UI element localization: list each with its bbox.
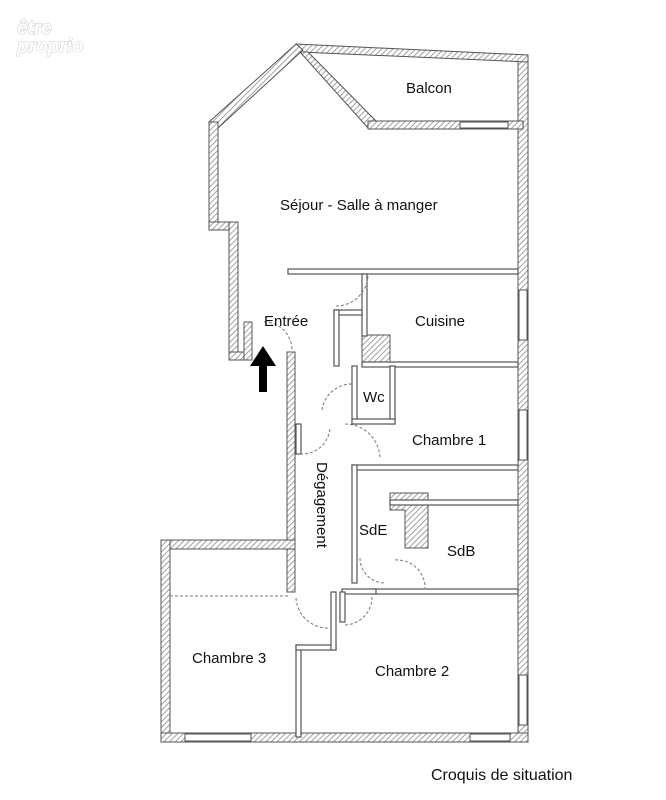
door-chambre1 [344,423,381,459]
partition-chambre1-bottom [351,464,519,471]
wall-entree-pillar [243,321,253,361]
wall-balcony-diagonal [298,51,377,129]
wall-left-sejour [208,121,219,223]
window-bottom-right [469,733,511,742]
partition-wc-bottom [361,361,519,368]
walls [160,43,529,743]
wall-balcony-top [295,43,529,63]
wall-corridor-left [286,351,296,593]
wall-diagonal-nw [208,43,304,129]
logo-line-1: être [17,18,52,39]
room-label-wc: Wc [363,389,385,406]
door-sdb [394,559,426,589]
door-sde [359,557,386,584]
door-chambre2 [344,596,373,626]
room-label-entree: Entrée [264,313,308,330]
partition-wc-left [351,365,358,425]
partition-sejour-cuisine [287,268,519,275]
door-cuisine [335,273,369,307]
window-bottom-left [184,733,252,742]
room-label-chambre1: Chambre 1 [412,432,486,449]
room-label-sde: SdE [359,522,387,539]
partition-chambre2-corner [295,644,337,651]
partition-sde-sdb [389,499,519,506]
window-chambre1 [518,409,528,461]
window-chambre2 [518,674,528,726]
room-label-sejour: Séjour - Salle à manger [280,197,438,214]
partition-wc-right [389,365,396,425]
wall-bottom [160,732,529,743]
partition-kitchen-block-left [333,309,340,367]
window-balcony [459,121,509,129]
logo: être proprio [15,17,84,57]
wall-wc-block [361,334,391,365]
wall-left-entree [228,221,239,361]
partition-wc-bottom-2 [351,418,396,425]
partition-cuisine-left [361,273,368,337]
partition-chambre2-left [295,644,302,738]
windows [184,121,528,742]
door-chambre3 [295,597,331,629]
room-label-chambre2: Chambre 2 [375,663,449,680]
partition-sde-left [351,464,358,584]
partition-corridor-post-2 [339,591,346,623]
wall-balcony-bottom [367,120,524,130]
logo-line-2: proprio [16,36,84,57]
partition-corridor-post [330,591,337,651]
wall-sdb-block [389,492,429,549]
wall-chambre3-left [160,539,171,743]
door-corridor [299,427,331,455]
room-label-cuisine: Cuisine [415,313,465,330]
room-label-chambre3: Chambre 3 [192,650,266,667]
door-entree [263,321,293,351]
partition-corridor-upper [295,423,302,455]
wall-chambre3-top [160,539,296,550]
wall-right [517,54,529,743]
door-swings [170,273,426,629]
window-cuisine [518,289,528,341]
caption: Croquis de situation [431,767,573,784]
partitions [287,268,519,738]
door-wc [321,383,353,411]
room-label-balcon: Balcon [406,80,452,97]
up-arrow-icon [250,346,276,392]
room-label-degagement: Dégagement [313,462,330,549]
partition-bath-bottom [371,588,519,595]
partition-chambre2-top [341,588,377,595]
room-label-sdb: SdB [447,543,475,560]
